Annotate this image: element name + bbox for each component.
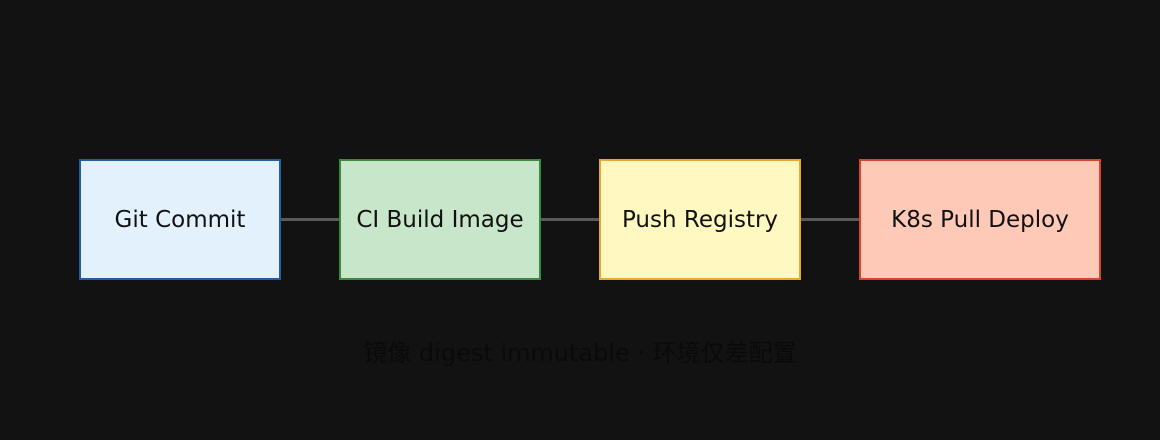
step-label: Git Commit bbox=[114, 206, 246, 233]
connector-push-deploy bbox=[800, 218, 860, 221]
step-label: CI Build Image bbox=[356, 206, 524, 233]
step-label: K8s Pull Deploy bbox=[891, 206, 1069, 233]
step-label: Push Registry bbox=[621, 206, 779, 233]
connector-commit-build bbox=[280, 218, 340, 221]
step-k8s-pull-deploy: K8s Pull Deploy bbox=[859, 159, 1101, 280]
step-push-registry: Push Registry bbox=[599, 159, 801, 280]
diagram-caption: 镜像 digest immutable · 环境仅差配置 bbox=[363, 339, 797, 367]
connector-build-push bbox=[540, 218, 600, 221]
step-ci-build-image: CI Build Image bbox=[339, 159, 541, 280]
step-git-commit: Git Commit bbox=[79, 159, 281, 280]
